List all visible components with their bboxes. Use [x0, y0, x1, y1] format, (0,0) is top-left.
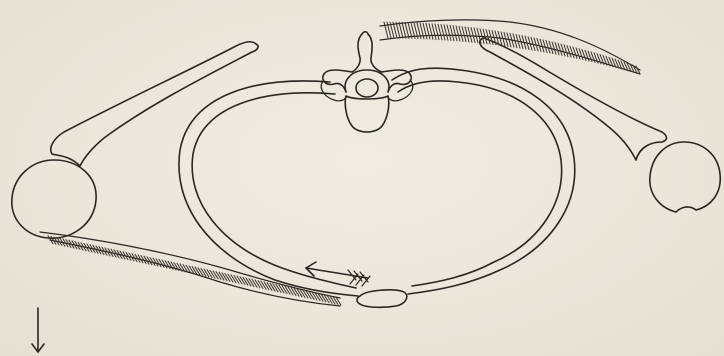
left-humeral-head-outline [12, 160, 96, 238]
upper-muscle-hatching [384, 22, 640, 74]
hatch-stroke [204, 269, 209, 277]
hatch-stroke [219, 272, 224, 280]
cavity-outer-outline [179, 68, 575, 296]
hatch-stroke [228, 274, 233, 282]
right-humeral-head-outline [650, 142, 720, 212]
sternum-outline [357, 290, 407, 307]
right-humeral-head [650, 142, 720, 212]
hatch-stroke [216, 272, 221, 280]
hatch-stroke [270, 283, 275, 291]
vertebral-body [345, 96, 389, 132]
hatch-stroke [246, 278, 251, 286]
hatch-stroke [267, 282, 272, 290]
lower-muscle-hatching [48, 236, 341, 305]
hatch-stroke [171, 262, 176, 270]
hatch-stroke [255, 280, 260, 288]
direction-arrow-left [306, 262, 370, 286]
hatch-stroke [198, 268, 203, 276]
vertebra [321, 32, 413, 132]
hatch-stroke [273, 284, 278, 292]
spinal-canal [356, 79, 378, 97]
hatch-stroke [285, 286, 290, 294]
hatch-stroke [168, 261, 173, 269]
hatch-stroke [234, 275, 239, 283]
left-scapula [51, 42, 258, 166]
hatch-stroke [252, 279, 257, 287]
sternum [357, 290, 407, 307]
upper-muscle-edge-bottom [380, 35, 640, 74]
lower-muscle-edge-top [40, 232, 340, 298]
hatch-stroke [222, 273, 227, 281]
hatch-stroke [156, 259, 161, 267]
hatch-stroke [294, 288, 299, 296]
hatch-stroke [153, 258, 158, 266]
hatch-stroke [291, 288, 296, 296]
left-humeral-head [12, 160, 96, 238]
hatch-stroke [288, 287, 293, 295]
hatch-stroke [201, 268, 206, 276]
hatch-stroke [225, 273, 230, 281]
direction-arrow-down [32, 308, 44, 352]
hatch-stroke [243, 277, 248, 285]
hatch-stroke [279, 285, 284, 293]
hatch-stroke [261, 281, 266, 289]
hatch-stroke [162, 260, 167, 268]
neural-arch [345, 70, 389, 92]
hatch-stroke [48, 236, 53, 244]
hatch-stroke [207, 270, 212, 278]
hatch-stroke [276, 284, 281, 292]
hatch-stroke [231, 275, 236, 283]
hatch-stroke [165, 261, 170, 269]
cavity-inner-outline [192, 81, 561, 288]
hatch-stroke [159, 259, 164, 267]
hatch-stroke [282, 286, 287, 294]
hatch-stroke [237, 276, 242, 284]
hatch-stroke [213, 271, 218, 279]
spinous-process [352, 32, 382, 72]
thoracic-cavity-ring [179, 68, 575, 296]
hatch-stroke [258, 281, 263, 289]
hatch-stroke [264, 282, 269, 290]
upper-right-hatched-muscle [380, 20, 640, 74]
left-scapula-outline [51, 42, 258, 166]
hatch-stroke [249, 279, 254, 287]
lower-left-hatched-muscle [40, 232, 341, 306]
hatch-stroke [210, 270, 215, 278]
hatch-stroke [240, 277, 245, 285]
